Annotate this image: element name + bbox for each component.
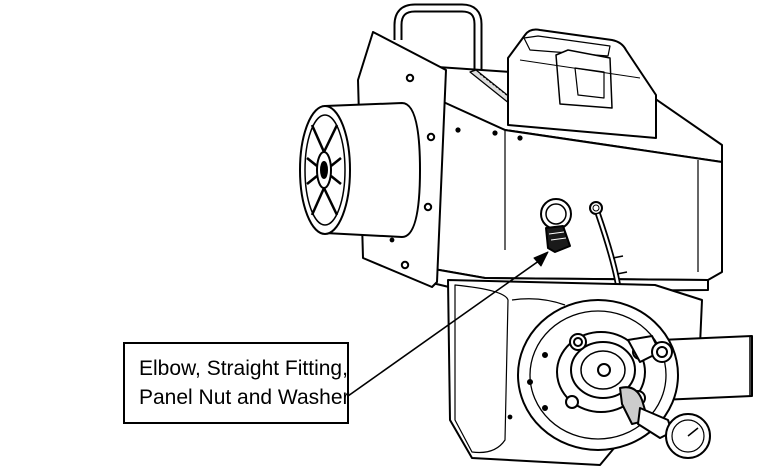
callout-text-line-1: Elbow, Straight Fitting, (139, 357, 348, 380)
top-cover (507, 28, 657, 139)
handle-loop (393, 3, 483, 72)
callout-text-line-2: Panel Nut and Washer (139, 386, 350, 409)
pressure-gauge (637, 407, 711, 459)
blower-tube (299, 102, 421, 238)
callout-leader (347, 251, 549, 397)
elbow-fitting (540, 198, 603, 253)
callout-label-box: Elbow, Straight Fitting, Panel Nut and W… (123, 342, 350, 424)
